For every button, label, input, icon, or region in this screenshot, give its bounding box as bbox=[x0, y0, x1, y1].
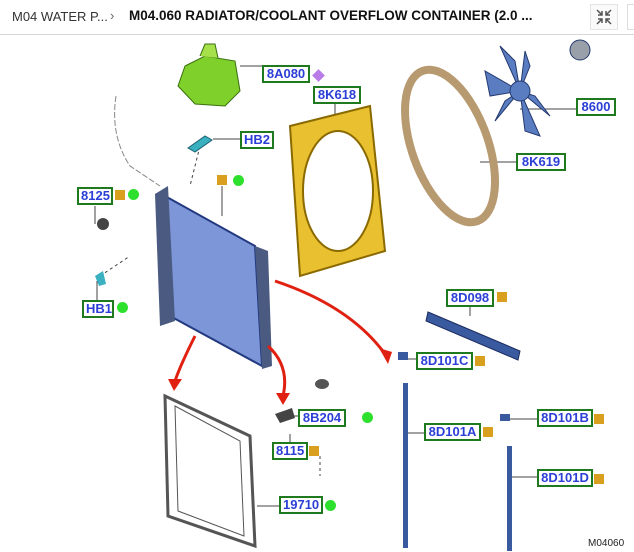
square-marker-icon bbox=[217, 175, 227, 185]
circle-marker-icon bbox=[233, 175, 244, 186]
clip-8d101c bbox=[398, 352, 408, 360]
bolt-hb2 bbox=[187, 135, 213, 153]
cap-8125 bbox=[97, 218, 109, 230]
callout-8d101b[interactable]: 8D101B bbox=[537, 409, 593, 427]
square-marker-icon bbox=[115, 190, 125, 200]
square-marker-icon bbox=[594, 474, 604, 484]
square-marker-icon bbox=[497, 292, 507, 302]
breadcrumb-chevron-icon: › bbox=[110, 8, 115, 23]
circle-marker-icon bbox=[325, 500, 336, 511]
square-marker-icon bbox=[309, 446, 319, 456]
collapse-button[interactable] bbox=[590, 4, 618, 30]
leader-lines bbox=[94, 65, 576, 507]
clip-8d101b bbox=[500, 414, 510, 421]
callout-8d101a[interactable]: 8D101A bbox=[424, 423, 481, 441]
fan-ring-part bbox=[401, 65, 499, 227]
callout-hb1[interactable]: HB1 bbox=[82, 300, 114, 318]
bolt-hb1 bbox=[95, 271, 106, 286]
header-bar: M04 WATER P... › M04.060 RADIATOR/COOLAN… bbox=[0, 0, 634, 35]
fan-part bbox=[484, 39, 591, 137]
callout-8k618[interactable]: 8K618 bbox=[313, 86, 361, 104]
baffle-8d098 bbox=[425, 311, 521, 361]
radiator-part bbox=[155, 186, 272, 369]
circle-marker-icon bbox=[362, 412, 373, 423]
sensor-8b204 bbox=[275, 408, 295, 423]
panel-edge bbox=[627, 4, 634, 30]
fan-shroud-part bbox=[288, 104, 387, 278]
callout-8600[interactable]: 8600 bbox=[576, 98, 616, 116]
callout-8a080[interactable]: 8A080 bbox=[262, 65, 310, 83]
callout-8125[interactable]: 8125 bbox=[77, 187, 113, 205]
circle-marker-icon bbox=[128, 189, 139, 200]
callout-8d098[interactable]: 8D098 bbox=[446, 289, 494, 307]
collapse-icon bbox=[596, 9, 612, 25]
callout-hb2[interactable]: HB2 bbox=[240, 131, 274, 149]
circle-marker-icon bbox=[117, 302, 128, 313]
frame-19710-part bbox=[163, 393, 257, 549]
parts-diagram bbox=[94, 39, 591, 551]
callout-19710[interactable]: 19710 bbox=[279, 496, 323, 514]
diagram-code: M04060 bbox=[588, 538, 625, 549]
callout-8b204[interactable]: 8B204 bbox=[298, 409, 346, 427]
square-marker-icon bbox=[483, 427, 493, 437]
page-title: M04.060 RADIATOR/COOLANT OVERFLOW CONTAI… bbox=[129, 8, 533, 23]
callout-8d101c[interactable]: 8D101C bbox=[416, 352, 473, 370]
bar-8d101a bbox=[403, 383, 408, 548]
red-arrows bbox=[173, 279, 387, 397]
mount-part bbox=[315, 379, 329, 389]
square-marker-icon bbox=[594, 414, 604, 424]
square-marker-icon bbox=[475, 356, 485, 366]
callout-8d101d[interactable]: 8D101D bbox=[537, 469, 593, 487]
overflow-tank-part bbox=[177, 43, 241, 107]
bar-8d101d bbox=[507, 446, 512, 551]
callout-8115[interactable]: 8115 bbox=[272, 442, 308, 460]
callout-8k619[interactable]: 8K619 bbox=[516, 153, 566, 171]
breadcrumb-parent[interactable]: M04 WATER P... bbox=[12, 9, 108, 24]
